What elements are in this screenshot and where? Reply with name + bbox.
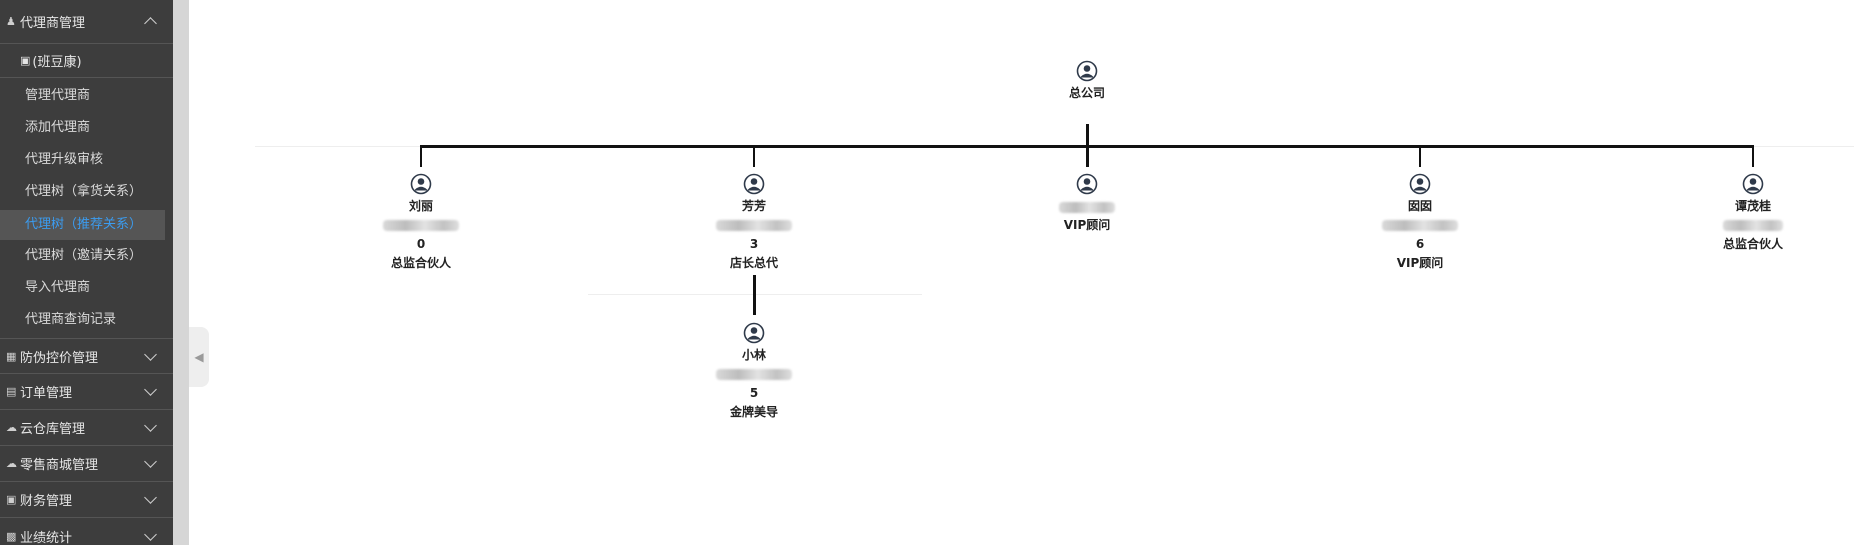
sidebar: ♟ 代理商管理 ▣ (班豆康) 管理代理商 添加代理商 代理升级审核 代理树（拿…	[0, 0, 173, 545]
sidebar-item-label: 代理树（推荐关系）	[25, 217, 143, 232]
tree-connector-grandchild	[753, 275, 756, 315]
sidebar-item-import-agents[interactable]: 导入代理商	[0, 276, 165, 300]
node-name: 刘丽	[408, 199, 433, 213]
tree-node-child[interactable]: 谭茂桂 总监合伙人	[1683, 173, 1823, 254]
user-avatar-icon	[1409, 173, 1431, 195]
node-phone-redacted	[1683, 216, 1823, 235]
sidebar-group-label: 云仓库管理	[20, 422, 86, 437]
sidebar-group-label: 防伪控价管理	[20, 350, 99, 366]
sidebar-item-tree-invite[interactable]: 代理树（邀请关系）	[0, 244, 165, 268]
user-icon: ♟	[6, 15, 16, 28]
node-count: 5	[749, 386, 759, 400]
sidebar-group-anti-counterfeit[interactable]: ▦ 防伪控价管理	[0, 338, 173, 374]
node-role: 总监合伙人	[390, 256, 451, 270]
sidebar-group-label: 代理商管理	[20, 16, 86, 31]
sidebar-item-upgrade-review[interactable]: 代理升级审核	[0, 148, 165, 172]
user-avatar-icon	[410, 173, 432, 195]
node-name: 芳芳	[741, 199, 766, 213]
node-role: VIP顾问	[1396, 256, 1444, 270]
sidebar-item-label: 导入代理商	[25, 280, 91, 295]
node-phone-redacted	[351, 216, 491, 235]
node-role: 店长总代	[729, 256, 778, 270]
user-avatar-icon	[1742, 173, 1764, 195]
node-phone-redacted	[684, 216, 824, 235]
node-name: 谭茂桂	[1734, 199, 1771, 213]
tree-node-child[interactable]: 囡囡 6 VIP顾问	[1350, 173, 1490, 273]
node-name-redacted	[1017, 197, 1157, 216]
finance-icon: ▣	[6, 493, 17, 506]
sidebar-item-label: 管理代理商	[25, 88, 91, 103]
sidebar-user-name: (班豆康)	[32, 55, 82, 70]
sidebar-item-label: 代理树（拿货关系）	[25, 184, 143, 199]
chart-icon: ▩	[6, 529, 17, 543]
node-phone-redacted	[684, 365, 824, 384]
sidebar-item-label: 代理升级审核	[25, 152, 104, 167]
user-avatar-icon	[743, 322, 765, 344]
cloud-icon: ☁	[6, 457, 17, 470]
user-avatar-icon	[743, 173, 765, 195]
tree-connector-child-1	[420, 145, 422, 167]
tree-connector-child-4	[1419, 145, 1421, 167]
qrcode-icon: ▦	[6, 349, 17, 363]
tree-node-grandchild[interactable]: 小林 5 金牌美导	[684, 322, 824, 422]
sidebar-group-finance[interactable]: ▣ 财务管理	[0, 482, 173, 518]
node-role: 金牌美导	[729, 405, 778, 419]
sidebar-group-label: 财务管理	[20, 494, 73, 509]
cloud-icon: ☁	[6, 421, 17, 434]
sidebar-item-query-records[interactable]: 代理商查询记录	[0, 308, 165, 332]
sidebar-item-tree-supply[interactable]: 代理树（拿货关系）	[0, 180, 165, 204]
sidebar-group-label: 零售商城管理	[20, 458, 99, 473]
node-count: 6	[1415, 237, 1425, 251]
sidebar-item-add-agent[interactable]: 添加代理商	[0, 116, 165, 140]
sidebar-group-orders[interactable]: ▤ 订单管理	[0, 374, 173, 410]
tree-node-child[interactable]: 刘丽 0 总监合伙人	[351, 173, 491, 273]
node-count: 0	[416, 237, 426, 251]
sidebar-item-manage-agents[interactable]: 管理代理商	[0, 84, 165, 108]
user-avatar-icon	[1076, 60, 1098, 82]
user-avatar-icon	[1076, 173, 1098, 195]
sidebar-user-badge: ▣ (班豆康)	[0, 44, 173, 78]
chevron-left-icon: ◀	[194, 350, 204, 364]
tree-node-child[interactable]: 芳芳 3 店长总代	[684, 173, 824, 273]
node-name: 小林	[741, 348, 766, 362]
id-card-icon: ▣	[20, 54, 31, 67]
order-icon: ▤	[6, 385, 17, 398]
tree-node-root[interactable]: 总公司	[1017, 60, 1157, 103]
tree-connector-child-2	[753, 145, 755, 167]
tree-node-child[interactable]: VIP顾问	[1017, 173, 1157, 235]
tree-connector-root	[1086, 124, 1089, 147]
node-phone-redacted	[1350, 216, 1490, 235]
sidebar-item-label: 代理树（邀请关系）	[25, 248, 143, 263]
sidebar-item-tree-referral[interactable]: 代理树（推荐关系）	[0, 210, 165, 240]
sidebar-group-label: 业绩统计	[20, 530, 73, 545]
node-role: VIP顾问	[1063, 218, 1111, 232]
sidebar-item-label: 添加代理商	[25, 120, 91, 135]
sidebar-scrollbar[interactable]	[173, 0, 189, 545]
tree-connector-child-5	[1752, 145, 1754, 167]
tree-connector-child-3	[1086, 145, 1089, 167]
node-name: 囡囡	[1407, 199, 1432, 213]
sidebar-group-performance[interactable]: ▩ 业绩统计	[0, 518, 173, 545]
sidebar-group-retail-mall[interactable]: ☁ 零售商城管理	[0, 446, 173, 482]
node-role: 总监合伙人	[1722, 237, 1783, 251]
node-count: 3	[749, 237, 759, 251]
sidebar-group-label: 订单管理	[20, 386, 73, 401]
sidebar-group-cloud-warehouse[interactable]: ☁ 云仓库管理	[0, 410, 173, 446]
sidebar-item-label: 代理商查询记录	[25, 312, 117, 327]
sidebar-collapse-button[interactable]: ◀	[189, 327, 209, 387]
sidebar-group-agent-mgmt[interactable]: ♟ 代理商管理	[0, 0, 173, 44]
node-name: 总公司	[1068, 86, 1105, 100]
